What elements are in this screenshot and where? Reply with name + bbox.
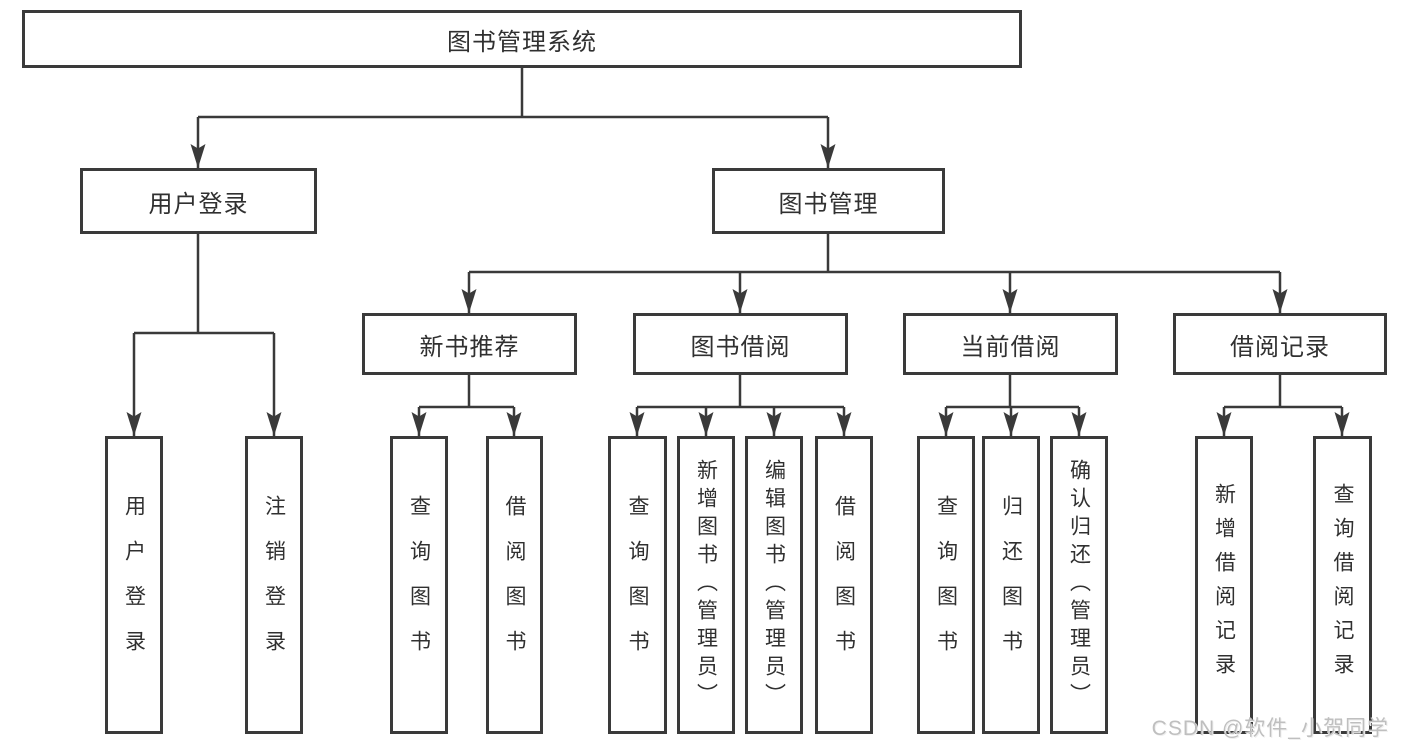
leaf-label: 注销登录	[262, 495, 286, 675]
node-leaf-query-borrow-record: 查询借阅记录	[1313, 436, 1372, 734]
node-leaf-query-books-3: 查询图书	[917, 436, 975, 734]
leaf-label: 新增借阅记录	[1212, 483, 1236, 687]
node-leaf-add-book-admin: 新增图书（管理员）	[677, 436, 735, 734]
node-leaf-confirm-return-admin: 确认归还（管理员）	[1050, 436, 1108, 734]
watermark: CSDN @软件_小贺同学	[1151, 717, 1389, 740]
node-leaf-logout: 注销登录	[245, 436, 303, 734]
node-leaf-borrow-books-2: 借阅图书	[815, 436, 873, 734]
leaf-label: 查询图书	[626, 495, 649, 675]
node-leaf-query-books-1: 查询图书	[390, 436, 448, 734]
leaf-label: 查询借阅记录	[1331, 483, 1354, 687]
node-user-login-group: 用户登录	[80, 168, 317, 234]
node-leaf-return-book: 归还图书	[982, 436, 1040, 734]
node-leaf-edit-book-admin: 编辑图书（管理员）	[745, 436, 803, 734]
leaf-label: 查询图书	[407, 495, 431, 675]
node-book-management: 图书管理	[712, 168, 945, 234]
leaf-label: 归还图书	[999, 495, 1023, 675]
leaf-label: 借阅图书	[832, 495, 856, 675]
leaf-label: 借阅图书	[503, 495, 526, 675]
node-library-management-system: 图书管理系统	[22, 10, 1022, 68]
node-new-book-recommend: 新书推荐	[362, 313, 577, 375]
node-leaf-add-borrow-record: 新增借阅记录	[1195, 436, 1253, 734]
leaf-label: 用户登录	[122, 495, 146, 675]
node-leaf-user-login: 用户登录	[105, 436, 163, 734]
node-leaf-query-books-2: 查询图书	[608, 436, 667, 734]
leaf-label: 确认归还（管理员）	[1067, 459, 1091, 711]
node-borrow-record: 借阅记录	[1173, 313, 1387, 375]
leaf-label: 新增图书（管理员）	[694, 459, 718, 711]
node-book-borrow: 图书借阅	[633, 313, 848, 375]
leaf-label: 查询图书	[934, 495, 958, 675]
node-leaf-borrow-books-1: 借阅图书	[486, 436, 543, 734]
leaf-label: 编辑图书（管理员）	[762, 459, 786, 711]
node-current-borrow: 当前借阅	[903, 313, 1118, 375]
